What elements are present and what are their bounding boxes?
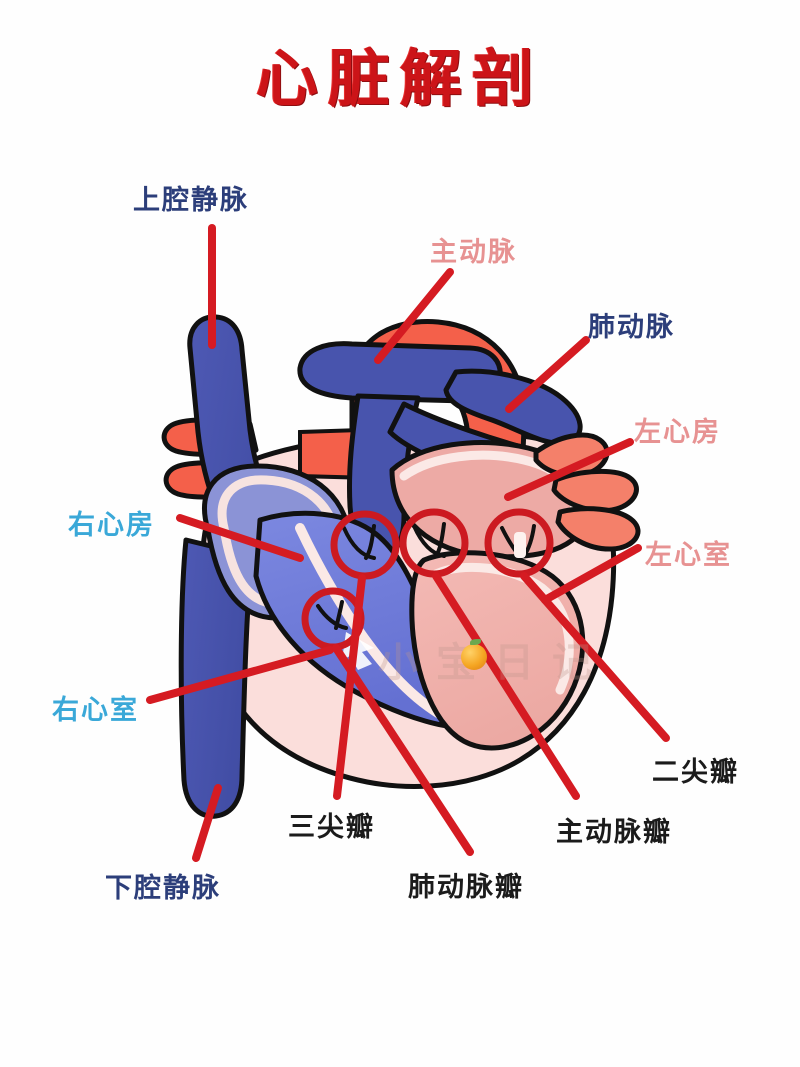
label-left-atrium: 左心房 — [634, 417, 721, 448]
leader-mitral-valve — [520, 572, 670, 742]
leader-aortic-valve — [432, 572, 580, 800]
leader-right-ventricle — [146, 646, 334, 704]
mitral-valve-circle — [484, 508, 554, 578]
aortic-leaflet — [412, 522, 446, 558]
label-superior-vena-cava: 上腔静脉 — [133, 185, 249, 216]
leader-pulmonary-artery — [505, 336, 590, 413]
leader-lines — [146, 224, 670, 862]
pulmonary-vein-lower — [555, 506, 641, 552]
tricuspid-leaflet — [342, 524, 376, 560]
label-pulmonary-artery: 肺动脉 — [588, 312, 675, 343]
leader-tricuspid-valve — [333, 574, 366, 800]
label-aorta: 主动脉 — [430, 237, 517, 268]
pulmonary-leaflet — [316, 600, 348, 630]
pulmonary-vein-middle — [551, 468, 639, 514]
label-left-ventricle: 左心室 — [645, 540, 732, 571]
label-right-ventricle: 右心室 — [52, 695, 139, 726]
leader-right-atrium — [176, 514, 304, 562]
label-pulmonary-valve: 肺动脉瓣 — [408, 872, 524, 903]
leader-left-atrium — [504, 438, 634, 501]
leader-inferior-vena-cava — [192, 784, 222, 862]
pulmonary-vein-upper — [533, 432, 610, 479]
left-ventricle-endocardium — [431, 562, 574, 695]
leader-aorta — [374, 268, 454, 364]
leader-pulmonary-valve — [332, 644, 474, 856]
label-right-atrium: 右心房 — [68, 510, 155, 541]
label-aortic-valve: 主动脉瓣 — [556, 817, 672, 848]
page-title: 心脏解剖 — [255, 42, 544, 115]
label-tricuspid-valve: 三尖瓣 — [288, 812, 375, 843]
label-mitral-valve: 二尖瓣 — [652, 757, 739, 788]
mitral-orifice-highlight — [514, 532, 526, 558]
label-inferior-vena-cava: 下腔静脉 — [105, 873, 221, 904]
leader-left-ventricle — [541, 544, 642, 604]
